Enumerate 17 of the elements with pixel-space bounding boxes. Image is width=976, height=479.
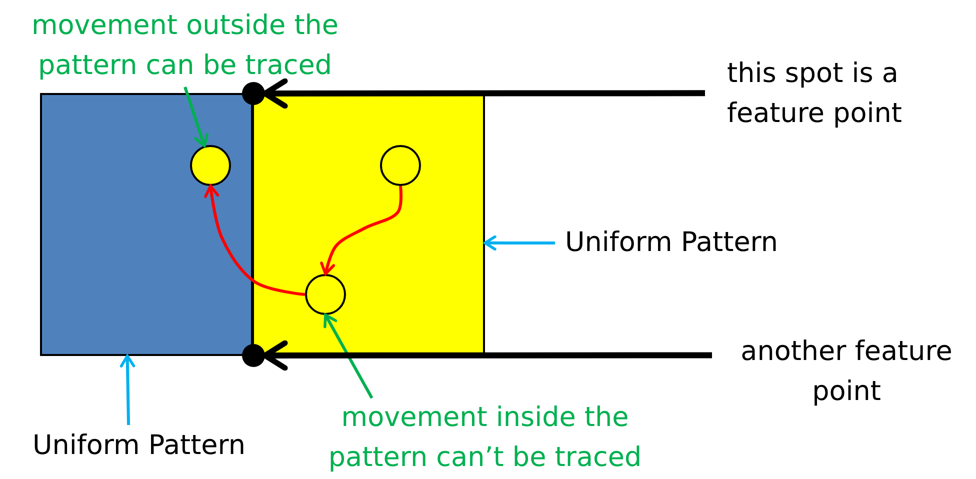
arrow bbox=[484, 235, 555, 251]
arrow bbox=[324, 314, 374, 399]
circle-marker bbox=[380, 145, 421, 186]
annotation-text: another feature point bbox=[740, 335, 954, 409]
arrow bbox=[320, 186, 402, 276]
arrow bbox=[262, 340, 712, 371]
annotation-text: Uniform Pattern bbox=[565, 226, 780, 260]
annotation-text: movement inside the pattern can’t be traced bbox=[327, 401, 643, 475]
annotation-text: this spot is a feature point bbox=[727, 57, 903, 131]
arrow bbox=[262, 78, 705, 109]
pattern-panel bbox=[40, 93, 253, 356]
circle-marker bbox=[190, 145, 231, 186]
annotation-text: Uniform Pattern bbox=[31, 429, 247, 463]
circle-marker bbox=[305, 274, 346, 315]
arrow bbox=[204, 184, 306, 296]
annotation-text: movement outside the pattern can be traced bbox=[30, 9, 340, 83]
arrow bbox=[120, 354, 136, 426]
